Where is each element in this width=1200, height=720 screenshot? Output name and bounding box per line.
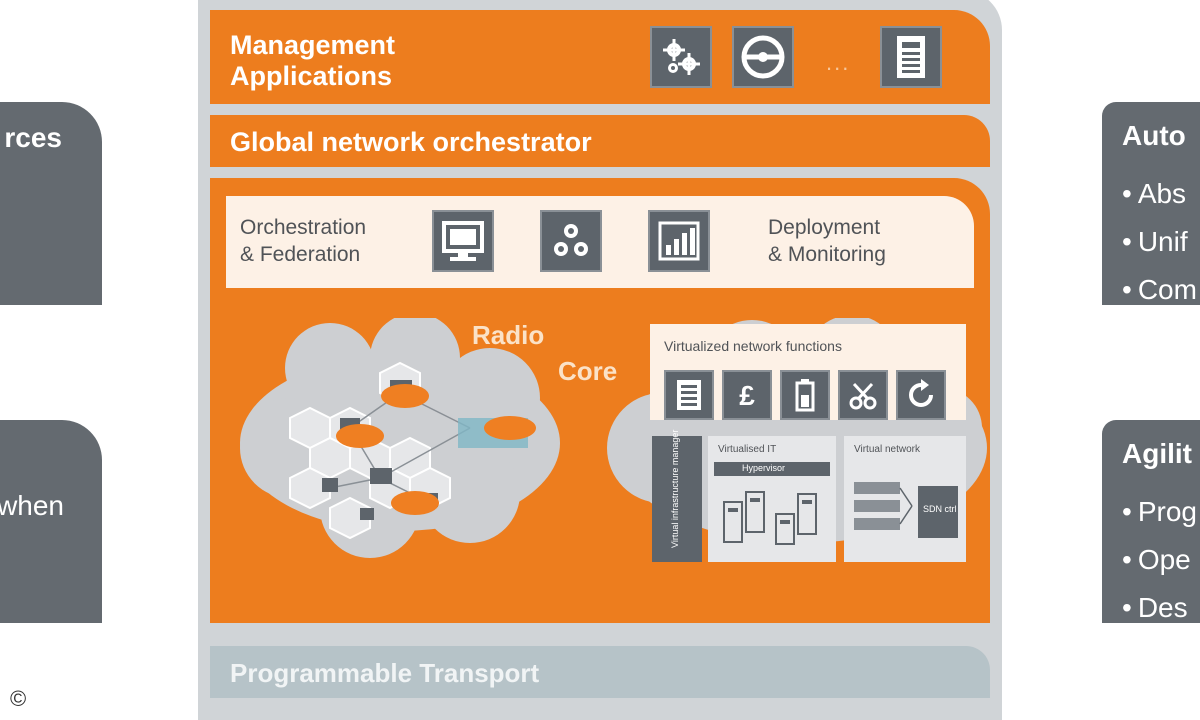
- right-panel-bottom: Agilit Prog Ope Des: [1102, 420, 1200, 623]
- scissors-icon: [838, 370, 888, 420]
- network-domain-layer: Orchestration & Federation: [210, 178, 990, 623]
- right-panel-top-title: Auto: [1122, 120, 1186, 151]
- virtualised-it-label: Virtualised IT: [718, 444, 777, 455]
- programmable-transport-layer: Programmable Transport: [210, 646, 990, 698]
- list-icon: [664, 370, 714, 420]
- refresh-icon: [896, 370, 946, 420]
- network-switch-icon: [854, 482, 913, 530]
- hypervisor-label: Hypervisor: [742, 463, 786, 473]
- left-panel-top: rces: [0, 102, 102, 305]
- gears-icon: [650, 26, 712, 88]
- gears-icon: [540, 210, 602, 272]
- right-panel-bottom-title: Agilit: [1122, 438, 1192, 469]
- vnf-title: Virtualized network functions: [664, 338, 842, 354]
- right-panel-top: Auto Abs Unif Com: [1102, 102, 1200, 305]
- bullet-item: Des: [1122, 584, 1197, 623]
- global-network-orchestrator-layer: Global network orchestrator: [210, 115, 990, 167]
- virtualised-it-box: Virtualised IT Hypervisor: [708, 436, 836, 562]
- bullet-item: Abs: [1122, 170, 1197, 218]
- bullet-item: Com: [1122, 266, 1197, 305]
- orchestration-federation-bar: Orchestration & Federation: [226, 196, 974, 288]
- left-panel-bottom: when: [0, 420, 102, 623]
- bullet-item: Unif: [1122, 218, 1197, 266]
- ellipsis: ...: [826, 50, 851, 75]
- bullet-item: Ope: [1122, 536, 1197, 584]
- server-stack-icon: [723, 491, 817, 545]
- monitor-icon: [432, 210, 494, 272]
- left-panel-top-title: rces: [4, 122, 62, 153]
- battery-icon: [780, 370, 830, 420]
- infra-manager-label: Virtual infrastructure manager: [670, 429, 680, 548]
- global-network-orchestrator-title: Global network orchestrator: [230, 127, 592, 157]
- core-label: Core: [558, 356, 618, 386]
- currency-icon: £: [722, 370, 772, 420]
- left-panel-bottom-text: when: [0, 490, 64, 521]
- management-applications-title: Management Applications: [230, 30, 396, 91]
- svg-text:£: £: [739, 380, 755, 411]
- steering-wheel-icon: [732, 26, 794, 88]
- virtual-network-box: Virtual network SDN ctrl: [844, 436, 966, 562]
- bullet-item: Prog: [1122, 488, 1197, 536]
- sdn-controller: SDN ctrl: [918, 486, 958, 538]
- deployment-monitoring-label: Deployment & Monitoring: [768, 216, 886, 266]
- radio-label: Radio: [472, 320, 545, 350]
- right-panel-bottom-bullets: Prog Ope Des: [1122, 488, 1197, 623]
- right-panel-top-bullets: Abs Unif Com: [1122, 170, 1197, 305]
- management-applications-layer: Management Applications ...: [210, 10, 990, 104]
- sdn-label: SDN ctrl: [923, 504, 957, 514]
- programmable-transport-title: Programmable Transport: [230, 658, 540, 688]
- document-icon: [880, 26, 942, 88]
- virtual-infrastructure-manager: Virtual infrastructure manager: [652, 430, 702, 562]
- orchestration-federation-label: Orchestration & Federation: [240, 216, 367, 266]
- bar-chart-icon: [648, 210, 710, 272]
- hypervisor-bar: Hypervisor: [714, 462, 830, 476]
- copyright-symbol: ©: [10, 686, 27, 711]
- virtual-network-label: Virtual network: [854, 444, 920, 455]
- radio-network-cloud: [240, 318, 560, 558]
